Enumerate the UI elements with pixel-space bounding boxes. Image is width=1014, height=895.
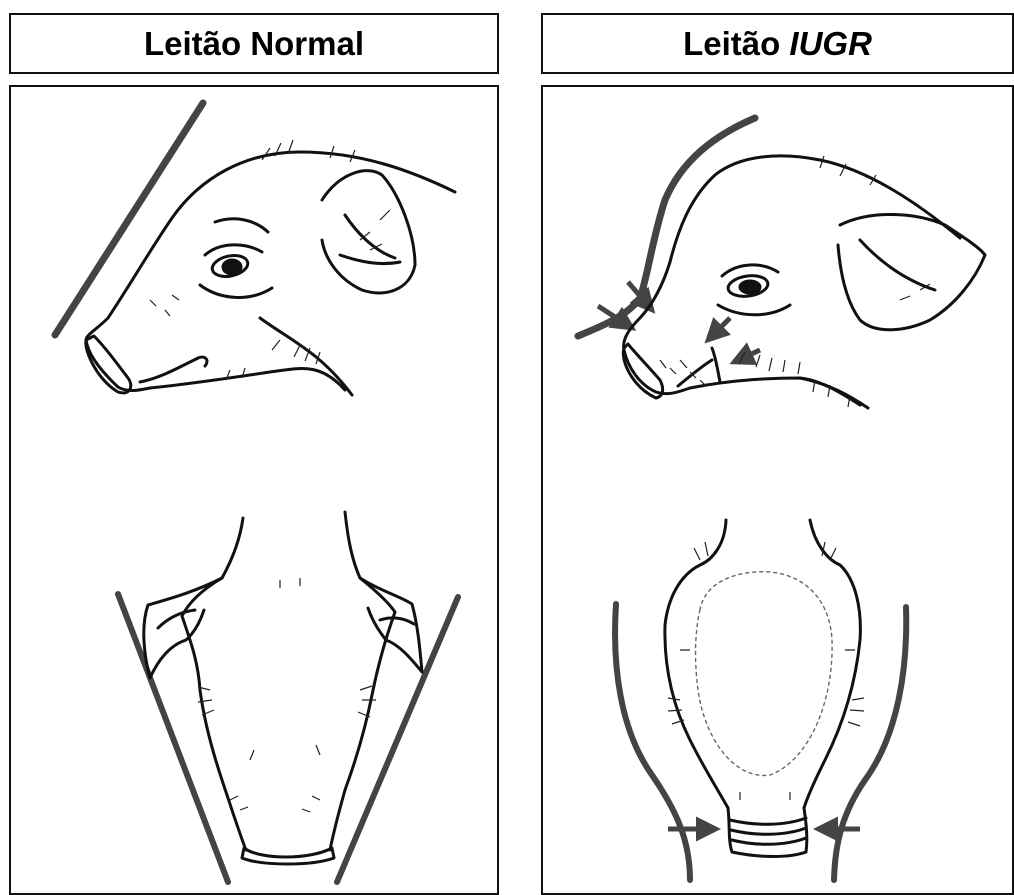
iugr-arrow-mouth-upper (708, 318, 730, 340)
iugr-dorsal-guide-curve-left (615, 604, 690, 880)
iugr-piglet-side-view (623, 156, 985, 408)
normal-dorsal-guide-line-right (337, 597, 458, 882)
iugr-piglet-dorsal-view (665, 520, 860, 857)
normal-piglet-side-view (86, 152, 455, 395)
normal-profile-guide-line (55, 103, 203, 335)
normal-piglet-dorsal-view (144, 512, 422, 864)
iugr-profile-guide-curve (578, 118, 755, 336)
normal-dorsal-guide-line-left (118, 594, 228, 882)
iugr-dorsal-fur-hatching (668, 542, 864, 800)
iugr-dorsal-guide-curve-right (834, 607, 906, 880)
iugr-arrow-mouth-lower (734, 350, 760, 362)
